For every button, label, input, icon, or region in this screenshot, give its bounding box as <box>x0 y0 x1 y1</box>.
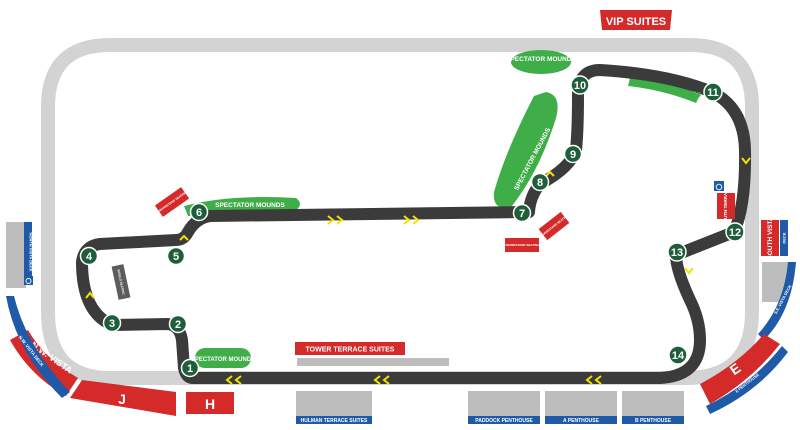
mound-shape-northeast <box>628 78 700 103</box>
south-terrace: SOUTH TERRACE <box>717 187 735 226</box>
b-penthouse: B PENTHOUSE <box>622 391 684 424</box>
left-gray-block <box>6 282 26 288</box>
mound-label-top-1: SPECTATOR MOUNDS <box>506 56 576 63</box>
direction-chevrons <box>85 157 751 385</box>
mound-shape-southwest <box>195 348 251 368</box>
hulman-terrace-suites: HULMAN TERRACE SUITES <box>296 391 372 424</box>
svg-text:DECK: DECK <box>782 232 787 243</box>
grandstand-seating-center-2: GRANDSTAND SEATING <box>538 211 570 241</box>
turn-5-badge <box>166 246 186 266</box>
turn-9-badge <box>563 144 583 164</box>
svg-text:J: J <box>118 391 126 407</box>
svg-text:7: 7 <box>519 208 525 220</box>
svg-text:11: 11 <box>707 87 719 99</box>
svg-text:GRANDSTAND SEATING: GRANDSTAND SEATING <box>504 243 540 247</box>
se-vista-deck: S.E. VISTA DECK <box>758 262 796 340</box>
svg-text:6: 6 <box>196 207 202 219</box>
svg-text:VIP SUITES: VIP SUITES <box>606 16 666 28</box>
svg-text:13: 13 <box>671 247 683 259</box>
stand-south-vista: SOUTH VISTA DECK <box>761 216 788 260</box>
svg-text:TOWER TERRACE SUITES: TOWER TERRACE SUITES <box>306 347 395 354</box>
paddock-penthouse: PADDOCK PENTHOUSE <box>468 391 540 424</box>
svg-text:10: 10 <box>574 80 586 92</box>
wheelchair-icon <box>24 276 33 285</box>
turn-badges: 1 2 3 4 5 6 7 8 9 10 11 12 13 14 <box>79 75 745 378</box>
turn-12-badge <box>725 222 745 242</box>
svg-text:INFIELD SEATING: INFIELD SEATING <box>116 269 125 296</box>
turn-8-badge <box>530 172 550 192</box>
road-course-track <box>76 64 752 384</box>
svg-text:3: 3 <box>109 318 115 330</box>
stand-j: J <box>70 380 176 416</box>
turn-3-badge <box>102 313 122 333</box>
svg-text:1: 1 <box>187 363 193 375</box>
svg-text:5: 5 <box>173 251 179 263</box>
svg-text:H: H <box>205 396 215 412</box>
mound-label-west: SPECTATOR MOUNDS <box>215 202 285 209</box>
turn-6-badge <box>189 202 209 222</box>
svg-text:HULMAN TERRACE SUITES: HULMAN TERRACE SUITES <box>301 418 368 424</box>
mound-shape-center <box>493 92 558 208</box>
svg-text:SOUTH TERRACE: SOUTH TERRACE <box>723 187 728 226</box>
turn-7-badge <box>512 203 532 223</box>
turn-11-badge <box>703 82 723 102</box>
svg-text:A PENTHOUSE: A PENTHOUSE <box>563 418 600 424</box>
turn-10-badge <box>570 75 590 95</box>
grandstand-seating-center: GRANDSTAND SEATING <box>504 238 540 252</box>
svg-text:9: 9 <box>570 149 576 161</box>
mound-shape-top <box>511 50 571 74</box>
svg-text:4: 4 <box>86 251 93 263</box>
tower-terrace-suites: TOWER TERRACE SUITES <box>295 342 449 366</box>
svg-text:8: 8 <box>537 177 543 189</box>
turn-1-badge <box>180 358 200 378</box>
a-penthouse: A PENTHOUSE <box>545 391 617 424</box>
svg-text:B PENTHOUSE: B PENTHOUSE <box>635 418 672 424</box>
grandstand-seating-west: GRANDSTAND SEATING <box>154 187 190 217</box>
infield-seating: INFIELD SEATING <box>111 264 131 300</box>
outer-oval <box>41 38 759 385</box>
wheelchair-icon <box>714 181 724 191</box>
svg-text:14: 14 <box>672 350 685 362</box>
svg-text:2: 2 <box>175 319 181 331</box>
mound-label-southwest: SPECTATOR MOUNDS <box>191 357 255 363</box>
turn-2-badge <box>168 314 188 334</box>
svg-text:NORTH VISTA DECK: NORTH VISTA DECK <box>29 232 34 271</box>
turn-4-badge <box>79 246 99 266</box>
north-vista-deck: NORTH VISTA DECK <box>6 222 34 288</box>
turn-13-badge <box>667 242 687 262</box>
turn-14-badge <box>668 345 688 365</box>
svg-text:12: 12 <box>729 227 741 239</box>
stand-h: H <box>186 392 234 414</box>
vip-suites: VIP SUITES <box>600 10 672 30</box>
svg-text:PADDOCK PENTHOUSE: PADDOCK PENTHOUSE <box>475 418 533 424</box>
svg-text:SOUTH VISTA: SOUTH VISTA <box>767 216 774 260</box>
